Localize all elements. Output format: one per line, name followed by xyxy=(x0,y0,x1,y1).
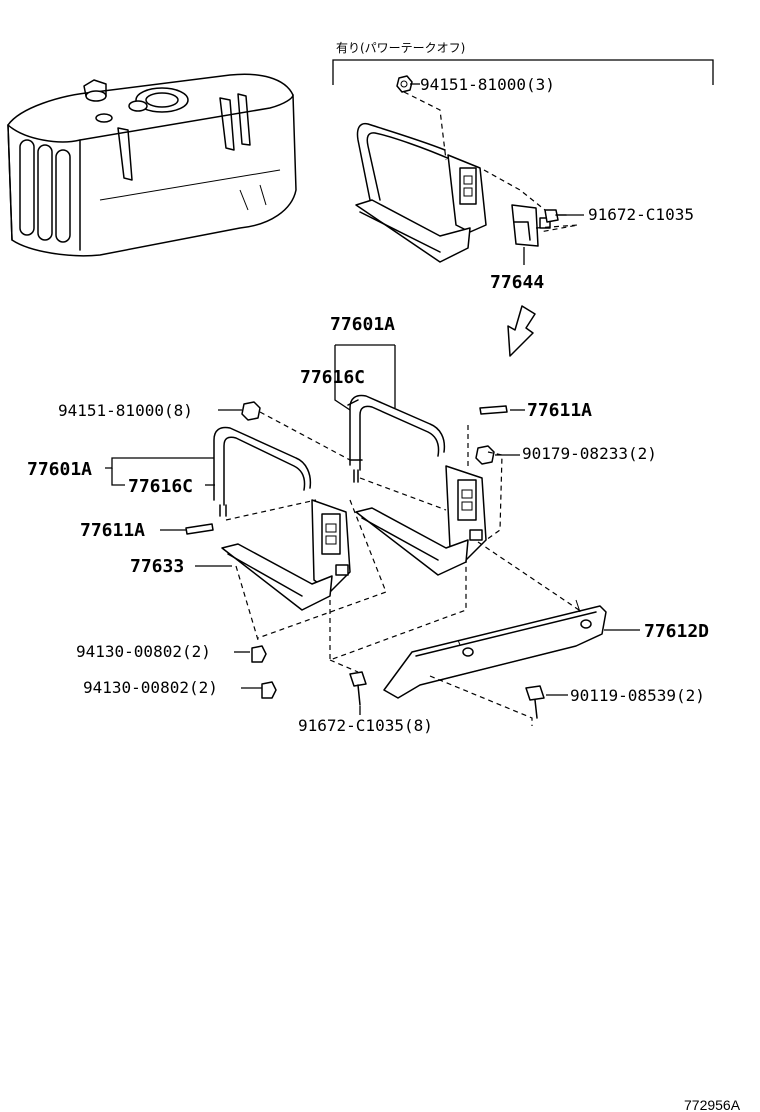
label-94130-00802-a: 94130-00802(2) xyxy=(76,642,211,661)
label-77616c-top: 77616C xyxy=(300,367,365,388)
label-77616c-left: 77616C xyxy=(128,476,193,497)
bolt-90119-icon xyxy=(525,685,545,719)
label-94130-00802-b: 94130-00802(2) xyxy=(83,678,218,697)
option-bracket: 有り(パワーテークオフ) xyxy=(332,41,714,85)
nut-icon xyxy=(475,445,495,465)
label-77601a-left: 77601A xyxy=(27,459,92,480)
stud-top-icon xyxy=(479,405,508,415)
label-77612d: 77612D xyxy=(644,621,709,642)
label-77601a-top: 77601A xyxy=(330,314,395,335)
stud-left-icon xyxy=(185,523,214,535)
label-77611a-top: 77611A xyxy=(527,400,592,421)
front-plate-drawing xyxy=(383,599,607,699)
label-90119-08539-2: 90119-08539(2) xyxy=(570,686,705,705)
pto-assembly-drawing xyxy=(355,75,567,263)
label-91672-c1035-top: 91672-C1035 xyxy=(588,205,694,224)
nut-a-icon xyxy=(251,645,267,663)
bolt-8-icon xyxy=(349,671,367,706)
fuel-tank-drawing xyxy=(7,73,297,257)
label-77611a-left: 77611A xyxy=(80,520,145,541)
direction-arrow xyxy=(507,305,536,357)
diagram-reference-code: 772956A xyxy=(684,1097,741,1112)
cushion-nut-icon xyxy=(241,401,261,421)
label-77633: 77633 xyxy=(130,556,184,577)
right-strap-assembly-drawing xyxy=(347,394,487,576)
label-91672-c1035-8: 91672-C1035(8) xyxy=(298,716,433,735)
option-note: 有り(パワーテークオフ) xyxy=(336,41,465,55)
label-77644: 77644 xyxy=(490,272,544,293)
label-90179-08233-2: 90179-08233(2) xyxy=(522,444,657,463)
label-94151-81000-8: 94151-81000(8) xyxy=(58,401,193,420)
label-94151-81000-3: 94151-81000(3) xyxy=(420,75,555,94)
nut-b-icon xyxy=(261,681,277,699)
left-strap-assembly-drawing xyxy=(213,426,351,611)
